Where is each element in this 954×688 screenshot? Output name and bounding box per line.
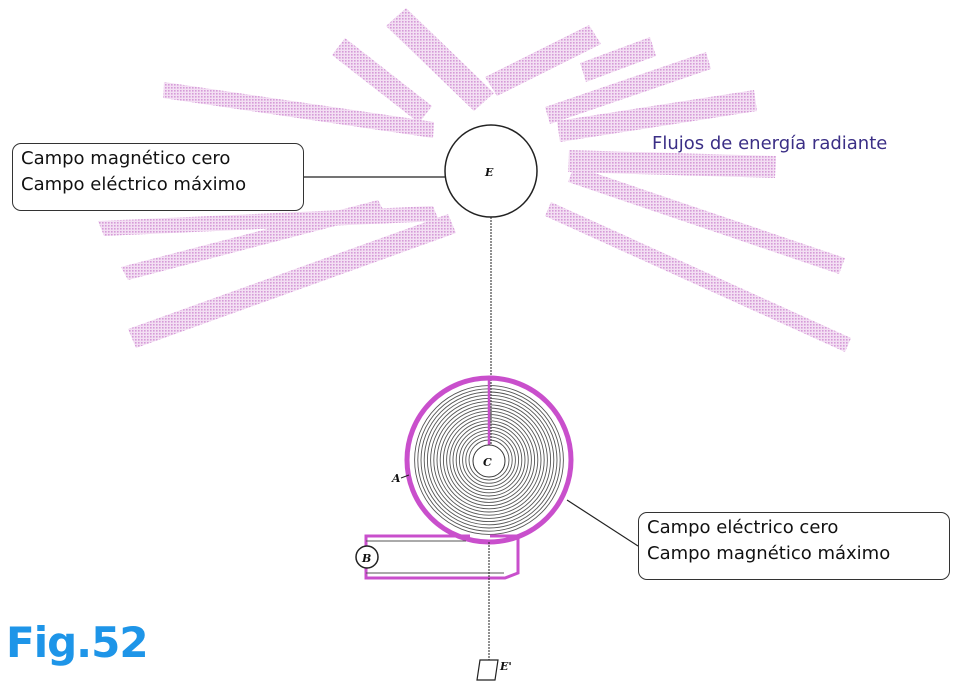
ray [332,38,432,123]
callout-top-line1: Campo magnético cero [21,148,231,169]
label-a: A [391,472,401,485]
label-a-tick [400,474,410,479]
ray [386,8,494,111]
leader-line-bottom [566,499,639,547]
label-c: C [483,456,492,469]
coil-center-disc [472,444,506,478]
ray [568,166,845,274]
ray [485,25,601,96]
element-b [355,545,379,569]
callout-top: Campo magnético cero Campo eléctrico máx… [12,143,304,211]
ray [128,214,456,348]
label-b: B [361,552,371,565]
ray [568,150,776,178]
label-e-prime: E' [499,660,512,673]
ray [163,82,434,138]
label-e: E [484,166,494,179]
figure-label: Fig.52 [6,618,149,667]
callout-bottom-line1: Campo eléctrico cero [647,517,839,538]
radiant-energy-label: Flujos de energía radiante [652,133,888,154]
ray [545,202,851,352]
loop-wire-dark [366,540,504,574]
ray [580,37,656,82]
radiant-energy-rays [98,8,851,352]
ray [557,90,757,142]
ground-plate [476,659,499,681]
callout-top-line2: Campo eléctrico máximo [21,174,247,195]
ray [121,200,385,280]
ray [545,52,711,124]
callout-bottom: Campo eléctrico cero Campo magnético máx… [638,512,950,580]
loop-circuit [364,534,520,580]
callout-bottom-line2: Campo magnético máximo [647,543,891,564]
